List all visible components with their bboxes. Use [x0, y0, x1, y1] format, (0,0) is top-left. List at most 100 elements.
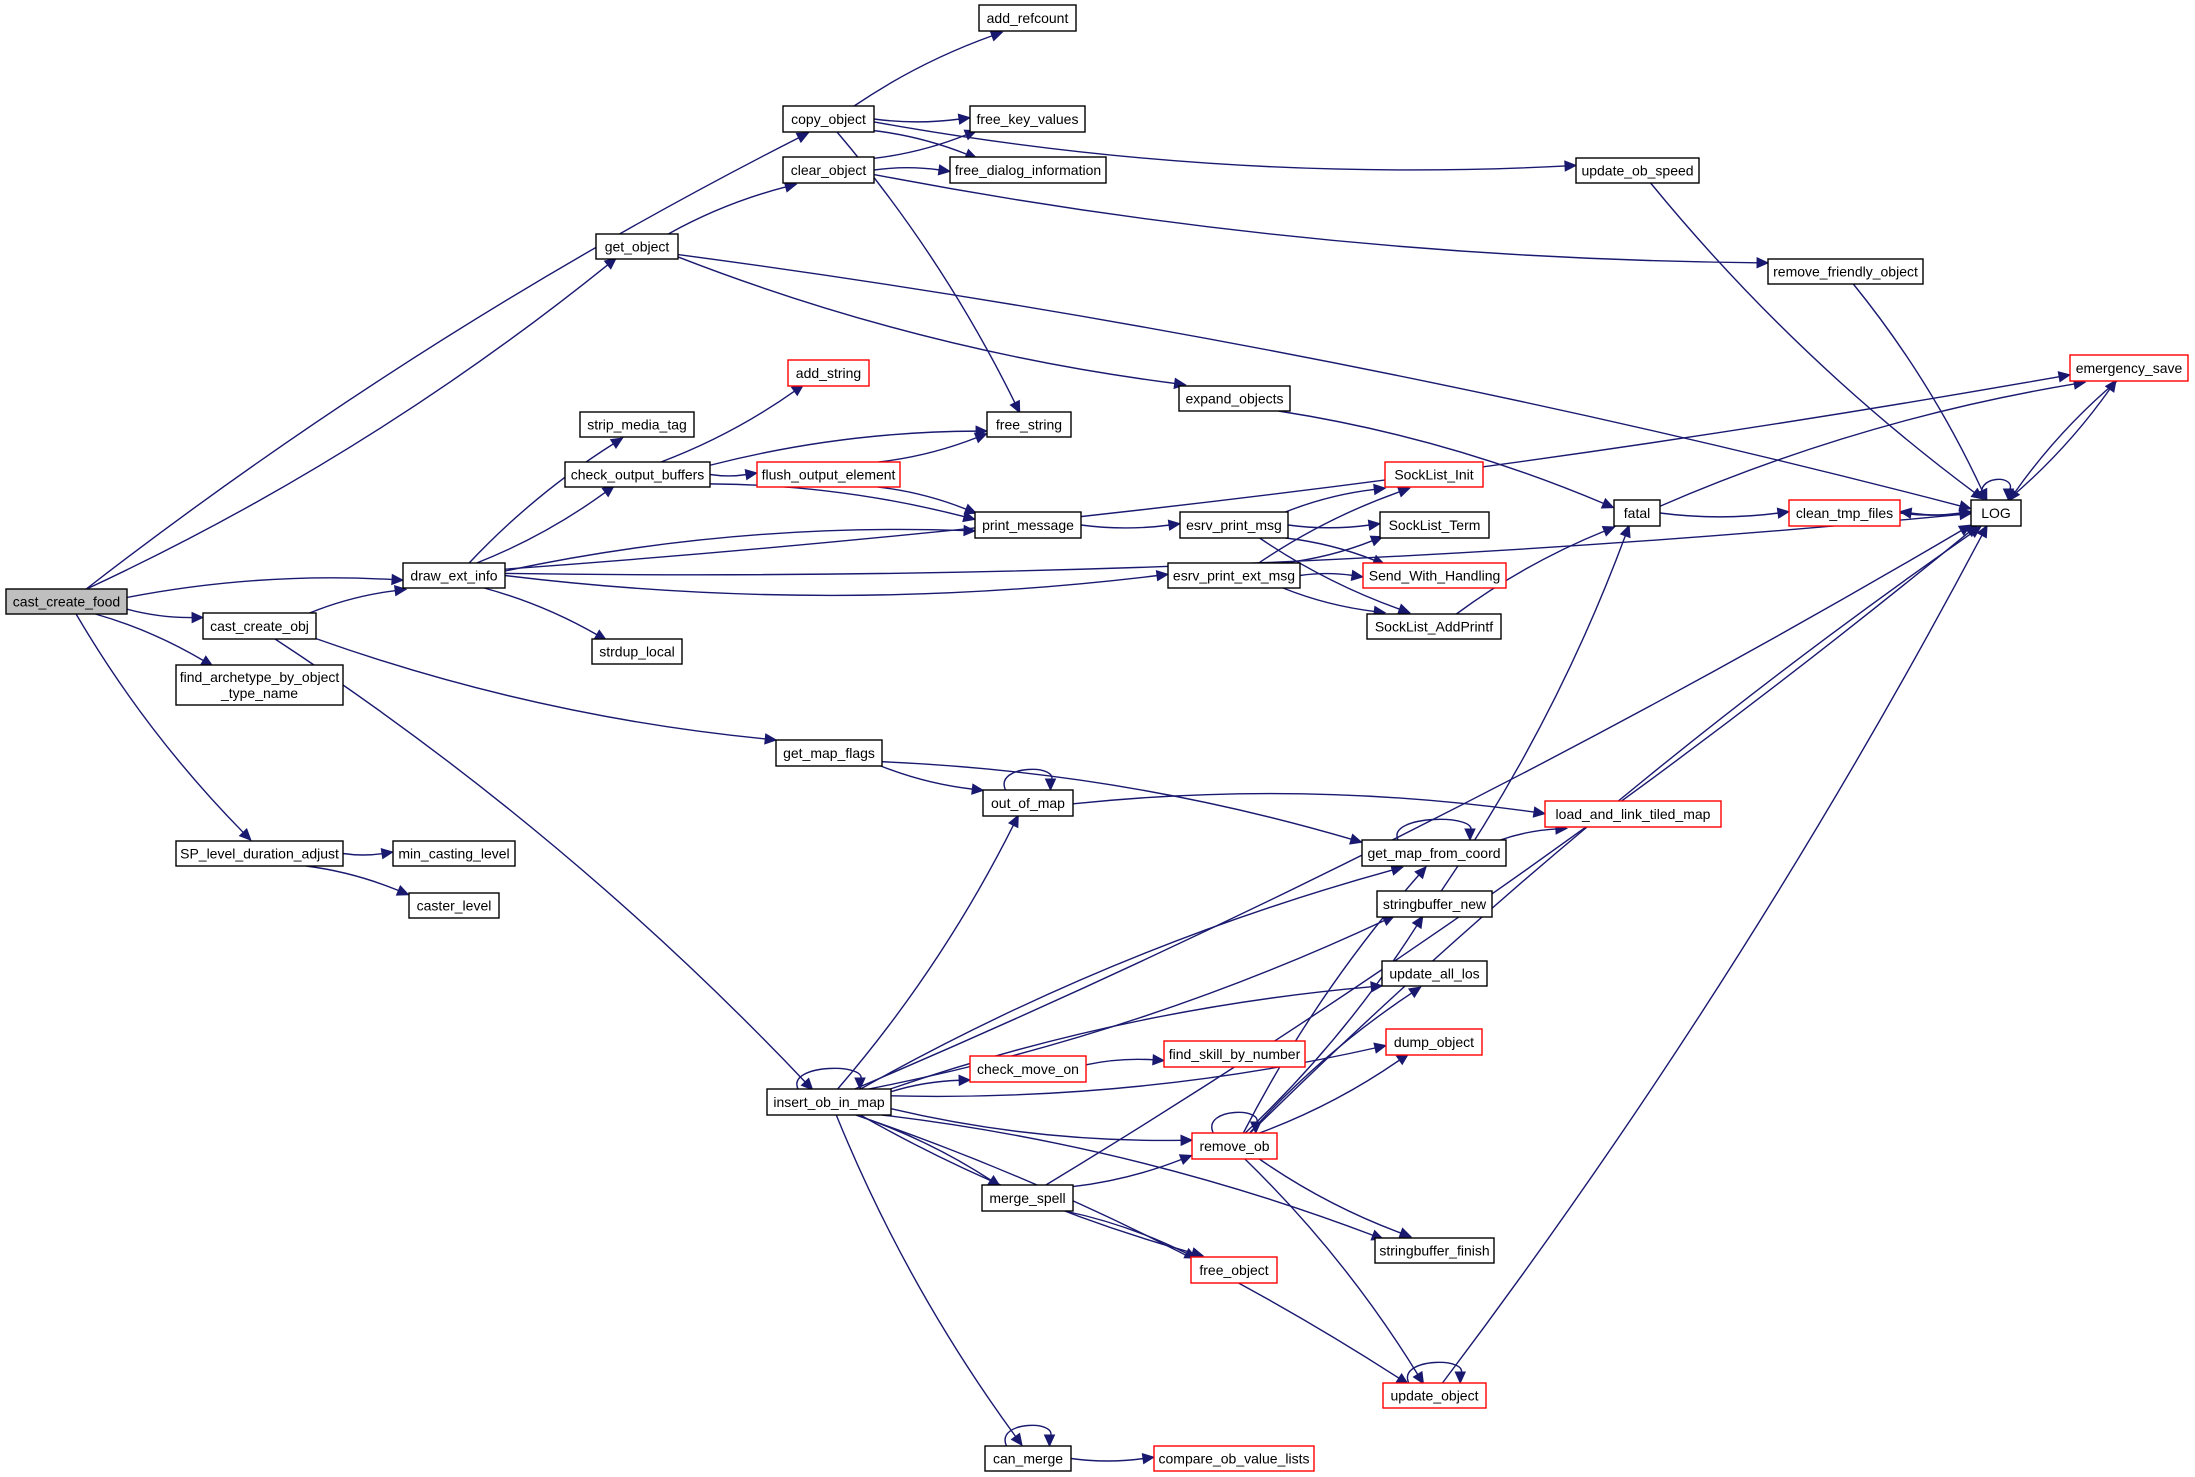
- node-box[interactable]: [1191, 1132, 1278, 1160]
- node-fatal[interactable]: fatal: [1613, 499, 1661, 527]
- node-box[interactable]: [202, 612, 317, 640]
- node-box[interactable]: [949, 156, 1107, 184]
- node-box[interactable]: [2069, 354, 2189, 382]
- node-box[interactable]: [1153, 1445, 1315, 1472]
- node-box[interactable]: [1178, 385, 1291, 412]
- node-free_object[interactable]: free_object: [1190, 1256, 1278, 1284]
- node-LOG[interactable]: LOG: [1970, 499, 2022, 527]
- node-insert_ob_in_map[interactable]: insert_ob_in_map: [766, 1088, 892, 1116]
- node-box[interactable]: [175, 664, 344, 706]
- node-update_all_los[interactable]: update_all_los: [1381, 960, 1488, 987]
- node-box[interactable]: [1575, 157, 1700, 184]
- node-out_of_map[interactable]: out_of_map: [982, 789, 1074, 817]
- node-box[interactable]: [1613, 499, 1661, 527]
- node-esrv_print_ext_msg[interactable]: esrv_print_ext_msg: [1167, 562, 1301, 589]
- node-remove_friendly_object[interactable]: remove_friendly_object: [1767, 258, 1924, 285]
- node-strdup_local[interactable]: strdup_local: [591, 638, 683, 665]
- node-box[interactable]: [1167, 562, 1301, 589]
- node-box[interactable]: [1382, 1382, 1487, 1409]
- node-print_message[interactable]: print_message: [974, 511, 1082, 539]
- node-box[interactable]: [1970, 499, 2022, 527]
- node-flush_output_element[interactable]: flush_output_element: [756, 461, 901, 488]
- node-box[interactable]: [579, 411, 695, 438]
- node-esrv_print_msg[interactable]: esrv_print_msg: [1179, 511, 1289, 539]
- node-get_map_from_coord[interactable]: get_map_from_coord: [1361, 839, 1507, 867]
- node-free_dialog_information[interactable]: free_dialog_information: [949, 156, 1107, 184]
- node-update_object[interactable]: update_object: [1382, 1382, 1487, 1409]
- node-box[interactable]: [1384, 461, 1484, 488]
- node-box[interactable]: [782, 156, 875, 184]
- node-stringbuffer_new[interactable]: stringbuffer_new: [1376, 890, 1493, 918]
- node-SockList_Term[interactable]: SockList_Term: [1379, 511, 1490, 539]
- node-add_refcount[interactable]: add_refcount: [978, 4, 1077, 32]
- node-cast_create_obj[interactable]: cast_create_obj: [202, 612, 317, 640]
- node-box[interactable]: [1376, 890, 1493, 918]
- node-copy_object[interactable]: copy_object: [782, 105, 875, 133]
- node-compare_ob_value_lists[interactable]: compare_ob_value_lists: [1153, 1445, 1315, 1472]
- node-box[interactable]: [402, 562, 506, 589]
- node-clear_object[interactable]: clear_object: [782, 156, 875, 184]
- node-box[interactable]: [392, 840, 516, 867]
- node-box[interactable]: [591, 638, 683, 665]
- node-box[interactable]: [766, 1088, 892, 1116]
- node-SockList_Init[interactable]: SockList_Init: [1384, 461, 1484, 488]
- node-box[interactable]: [969, 1055, 1087, 1083]
- node-get_map_flags[interactable]: get_map_flags: [775, 739, 883, 767]
- node-box[interactable]: [1362, 562, 1507, 589]
- node-SP_level_duration_adjust[interactable]: SP_level_duration_adjust: [175, 840, 344, 867]
- node-check_output_buffers[interactable]: check_output_buffers: [564, 461, 711, 488]
- node-box[interactable]: [1361, 839, 1507, 867]
- node-min_casting_level[interactable]: min_casting_level: [392, 840, 516, 867]
- node-box[interactable]: [1374, 1237, 1495, 1264]
- node-box[interactable]: [1179, 511, 1289, 539]
- node-box[interactable]: [1366, 613, 1502, 640]
- node-merge_spell[interactable]: merge_spell: [981, 1184, 1074, 1212]
- node-free_key_values[interactable]: free_key_values: [969, 105, 1086, 133]
- node-box[interactable]: [175, 840, 344, 867]
- node-emergency_save[interactable]: emergency_save: [2069, 354, 2189, 382]
- node-update_ob_speed[interactable]: update_ob_speed: [1575, 157, 1700, 184]
- node-box[interactable]: [1379, 511, 1490, 539]
- node-caster_level[interactable]: caster_level: [408, 892, 500, 919]
- node-cast_create_food[interactable]: cast_create_food: [5, 588, 128, 615]
- node-box[interactable]: [1767, 258, 1924, 285]
- node-box[interactable]: [595, 233, 679, 260]
- node-box[interactable]: [782, 105, 875, 133]
- node-get_object[interactable]: get_object: [595, 233, 679, 260]
- node-strip_media_tag[interactable]: strip_media_tag: [579, 411, 695, 438]
- node-box[interactable]: [1385, 1028, 1483, 1056]
- node-find_skill_by_number[interactable]: find_skill_by_number: [1163, 1040, 1306, 1068]
- node-box[interactable]: [5, 588, 128, 615]
- node-box[interactable]: [984, 1445, 1072, 1472]
- node-box[interactable]: [1163, 1040, 1306, 1068]
- node-box[interactable]: [974, 511, 1082, 539]
- node-SockList_AddPrintf[interactable]: SockList_AddPrintf: [1366, 613, 1502, 640]
- node-stringbuffer_finish[interactable]: stringbuffer_finish: [1374, 1237, 1495, 1264]
- node-free_string[interactable]: free_string: [986, 411, 1072, 438]
- node-dump_object[interactable]: dump_object: [1385, 1028, 1483, 1056]
- node-can_merge[interactable]: can_merge: [984, 1445, 1072, 1472]
- node-box[interactable]: [982, 789, 1074, 817]
- node-box[interactable]: [969, 105, 1086, 133]
- node-find_archetype_by_object_type_name[interactable]: find_archetype_by_object_type_name: [175, 664, 344, 706]
- node-expand_objects[interactable]: expand_objects: [1178, 385, 1291, 412]
- node-check_move_on[interactable]: check_move_on: [969, 1055, 1087, 1083]
- node-box[interactable]: [1381, 960, 1488, 987]
- node-remove_ob[interactable]: remove_ob: [1191, 1132, 1278, 1160]
- node-box[interactable]: [756, 461, 901, 488]
- node-box[interactable]: [986, 411, 1072, 438]
- node-box[interactable]: [1190, 1256, 1278, 1284]
- node-Send_With_Handling[interactable]: Send_With_Handling: [1362, 562, 1507, 589]
- node-box[interactable]: [1544, 800, 1722, 828]
- node-box[interactable]: [978, 4, 1077, 32]
- node-add_string[interactable]: add_string: [787, 359, 870, 387]
- node-draw_ext_info[interactable]: draw_ext_info: [402, 562, 506, 589]
- node-box[interactable]: [775, 739, 883, 767]
- node-box[interactable]: [408, 892, 500, 919]
- node-box[interactable]: [787, 359, 870, 387]
- node-box[interactable]: [981, 1184, 1074, 1212]
- node-box[interactable]: [1788, 499, 1901, 527]
- node-box[interactable]: [564, 461, 711, 488]
- node-clean_tmp_files[interactable]: clean_tmp_files: [1788, 499, 1901, 527]
- node-load_and_link_tiled_map[interactable]: load_and_link_tiled_map: [1544, 800, 1722, 828]
